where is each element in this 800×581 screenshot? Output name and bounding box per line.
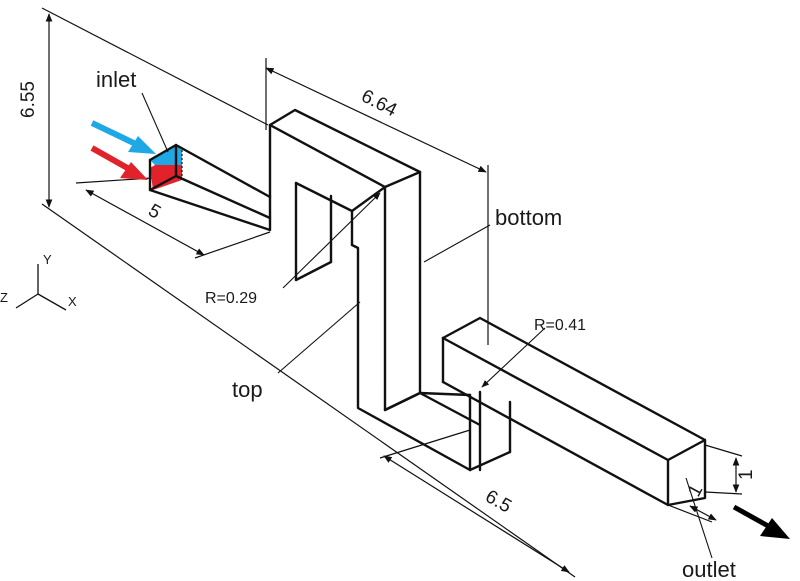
dim-inlet-line <box>85 189 205 256</box>
dim-outlet-label: 6.5 <box>482 486 515 517</box>
leader-outlet <box>685 477 713 559</box>
outlet-label: outlet <box>682 557 736 581</box>
x-axis-line <box>37 293 67 311</box>
bottom-label: bottom <box>495 205 562 230</box>
radius-small-label: R=0.29 <box>205 290 257 307</box>
inlet-label: inlet <box>96 67 136 92</box>
leader-inlet <box>141 92 169 153</box>
leader-r041 <box>481 327 546 388</box>
x-axis-label: X <box>68 294 77 309</box>
y-axis-label: Y <box>43 252 52 267</box>
dim-mid-label: 6.64 <box>358 86 401 122</box>
channel-geometry <box>148 108 707 507</box>
radius-large-label: R=0.41 <box>534 317 586 334</box>
dim-outlet-width-line <box>689 505 717 521</box>
dimension-lines <box>45 13 740 573</box>
dim-outlet-line <box>383 455 570 573</box>
inlet-arrows <box>90 120 156 180</box>
leader-bottom <box>423 224 491 263</box>
z-axis-line <box>15 293 39 309</box>
coordinate-axes: Y X Z <box>0 252 77 311</box>
dim-inlet-label: 5 <box>145 200 165 223</box>
top-label: top <box>232 377 263 402</box>
outlet-arrow <box>732 504 790 539</box>
dim-mid-line <box>265 67 487 173</box>
leader-top <box>277 301 361 374</box>
leader-r029 <box>282 192 381 289</box>
extension-lines <box>41 7 743 578</box>
leader-lines <box>141 92 713 559</box>
dim-outlet-height-label: 1 <box>736 469 757 480</box>
dim-height-label: 6.55 <box>18 81 39 118</box>
z-axis-label: Z <box>0 290 8 305</box>
inlet-face <box>150 145 183 190</box>
